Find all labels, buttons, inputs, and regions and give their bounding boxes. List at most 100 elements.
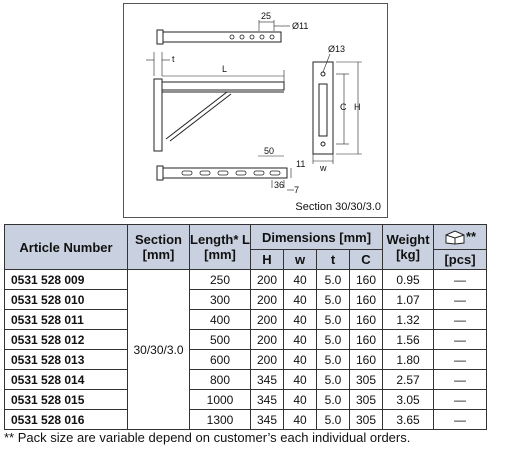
article-number-cell: 0531 528 014 (4, 369, 128, 390)
pcs-cell: — (433, 389, 487, 410)
w-cell: 40 (283, 389, 317, 410)
dim-h-label: H (354, 102, 361, 112)
length-cell: 800 (189, 369, 251, 390)
header-length: Length* L [mm] (189, 224, 251, 270)
t-cell: 5.0 (316, 349, 350, 370)
end-plate-view (312, 53, 362, 164)
pcs-cell: — (433, 289, 487, 310)
w-cell: 40 (283, 309, 317, 330)
arm-bottom-view (156, 155, 294, 191)
header-dimensions: Dimensions [mm] (250, 224, 383, 250)
specification-table: Article Number Section [mm] Length* L [m… (4, 224, 487, 430)
t-cell: 5.0 (316, 269, 350, 290)
c-cell: 160 (349, 349, 383, 370)
w-cell: 40 (283, 349, 317, 370)
article-number-cell: 0531 528 011 (4, 309, 128, 330)
h-cell: 200 (250, 329, 284, 350)
article-number-cell: 0531 528 016 (4, 409, 128, 430)
length-cell: 400 (189, 309, 251, 330)
length-cell: 1000 (189, 389, 251, 410)
weight-cell: 0.95 (382, 269, 434, 290)
pcs-cell: — (433, 369, 487, 390)
w-cell: 40 (283, 269, 317, 290)
t-cell: 5.0 (316, 309, 350, 330)
pcs-cell: — (433, 349, 487, 370)
dim-11-label: 11 (296, 159, 305, 169)
article-number-cell: 0531 528 015 (4, 389, 128, 410)
t-cell: 5.0 (316, 369, 350, 390)
dim-hole11-label: Ø11 (292, 21, 308, 31)
h-cell: 200 (250, 269, 284, 290)
h-cell: 345 (250, 369, 284, 390)
length-cell: 250 (189, 269, 251, 290)
article-number-cell: 0531 528 010 (4, 289, 128, 310)
dim-36-label: 36 (274, 180, 284, 190)
section-cell: 30/30/3.0 (127, 269, 190, 430)
w-cell: 40 (283, 289, 317, 310)
box-icon (445, 230, 465, 245)
pack-stars: ** (465, 228, 477, 244)
t-cell: 5.0 (316, 289, 350, 310)
header-h: H (250, 249, 284, 270)
bracket-drawing: 25 Ø11 t L (146, 11, 362, 195)
c-cell: 305 (349, 369, 383, 390)
header-section: Section [mm] (127, 224, 190, 270)
weight-cell: 3.05 (382, 389, 434, 410)
header-pcs: [pcs] (433, 249, 487, 270)
c-cell: 160 (349, 269, 383, 290)
header-pack: ** (433, 224, 487, 250)
arm-top-view (156, 20, 290, 45)
w-cell: 40 (283, 329, 317, 350)
weight-cell: 1.80 (382, 349, 434, 370)
h-cell: 345 (250, 409, 284, 430)
c-cell: 305 (349, 389, 383, 410)
dim-7-label: 7 (294, 185, 299, 195)
drawing-caption: Section 30/30/3.0 (295, 201, 381, 213)
h-cell: 200 (250, 309, 284, 330)
header-weight: Weight [kg] (382, 224, 434, 270)
w-cell: 40 (283, 409, 317, 430)
technical-drawing: 25 Ø11 t L (123, 3, 388, 218)
c-cell: 160 (349, 289, 383, 310)
pcs-cell: — (433, 269, 487, 290)
length-cell: 300 (189, 289, 251, 310)
bracket-side-view (146, 52, 285, 152)
dim-25-label: 25 (261, 11, 271, 21)
dim-t-label: t (172, 54, 175, 64)
header-w: w (283, 249, 317, 270)
h-cell: 345 (250, 389, 284, 410)
weight-cell: 1.07 (382, 289, 434, 310)
t-cell: 5.0 (316, 329, 350, 350)
dim-l-label: L (222, 64, 227, 74)
c-cell: 160 (349, 329, 383, 350)
t-cell: 5.0 (316, 409, 350, 430)
pcs-cell: — (433, 309, 487, 330)
article-number-cell: 0531 528 012 (4, 329, 128, 350)
length-cell: 500 (189, 329, 251, 350)
article-number-cell: 0531 528 009 (4, 269, 128, 290)
header-c: C (349, 249, 383, 270)
footnote: ** Pack size are variable depend on cust… (4, 430, 411, 445)
header-t: t (316, 249, 350, 270)
length-cell: 600 (189, 349, 251, 370)
header-article: Article Number (4, 224, 128, 270)
weight-cell: 1.32 (382, 309, 434, 330)
dim-w-label: w (319, 163, 327, 173)
article-number-cell: 0531 528 013 (4, 349, 128, 370)
t-cell: 5.0 (316, 389, 350, 410)
dim-hole13-label: Ø13 (328, 44, 345, 54)
dim-50-label: 50 (264, 146, 274, 156)
weight-cell: 1.56 (382, 329, 434, 350)
weight-cell: 2.57 (382, 369, 434, 390)
h-cell: 200 (250, 289, 284, 310)
length-cell: 1300 (189, 409, 251, 430)
w-cell: 40 (283, 369, 317, 390)
dim-c-label: C (340, 102, 347, 112)
